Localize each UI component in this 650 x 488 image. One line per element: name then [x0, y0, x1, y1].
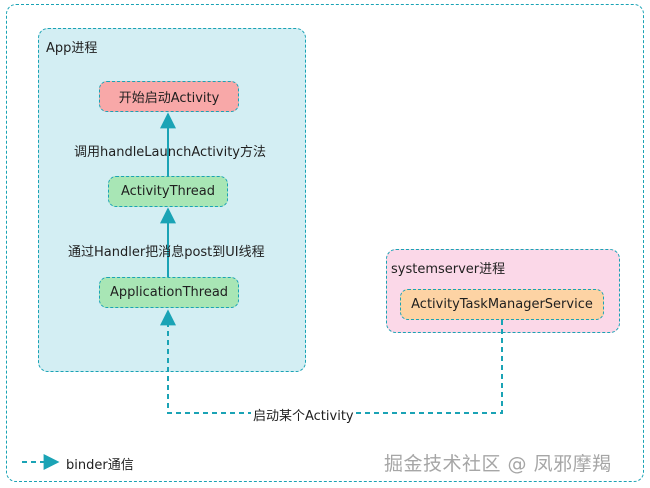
systemserver-process-label: systemserver进程: [391, 262, 506, 277]
start-activity-edge-label: 启动某个Activity: [251, 405, 356, 424]
watermark: 掘金技术社区 @ 凤邪摩羯: [384, 453, 612, 475]
activity-task-manager-service-node: ActivityTaskManagerService: [400, 289, 604, 320]
handle-launch-edge-label: 调用handleLaunchActivity方法: [74, 145, 266, 160]
edge-binder-atms-to-applicationthread: [160, 309, 503, 414]
activity-thread-node: ActivityThread: [108, 176, 228, 207]
post-via-handler-edge-label: 通过Handler把消息post到UI线程: [68, 245, 265, 260]
legend-binder-label: binder通信: [66, 458, 134, 473]
start-activity-node: 开始启动Activity: [99, 81, 239, 112]
app-process-label: App进程: [46, 41, 98, 56]
application-thread-node: ApplicationThread: [99, 277, 239, 308]
